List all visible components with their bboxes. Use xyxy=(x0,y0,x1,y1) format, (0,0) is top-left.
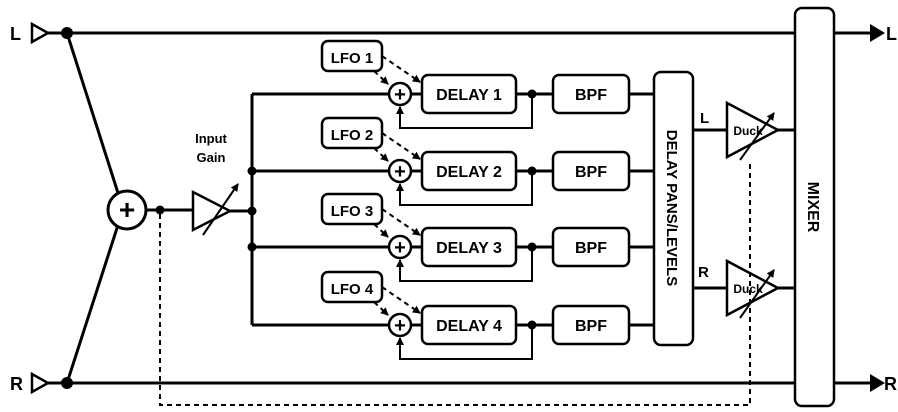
input-gain-amp xyxy=(191,183,239,236)
lfo-2-label: LFO 2 xyxy=(331,127,374,144)
delay-2-label: DELAY 2 xyxy=(436,164,502,181)
delay-4-label: DELAY 4 xyxy=(436,318,502,335)
output-r-label: R xyxy=(884,374,897,394)
delay-chain-3: LFO 3 + DELAY 3 BPF xyxy=(247,192,654,282)
input-l-triangle-icon xyxy=(30,21,51,45)
mixer-label: MIXER xyxy=(804,182,821,233)
input-l-label: L xyxy=(10,24,21,44)
delay-summer-4-plus: + xyxy=(394,315,406,337)
feedback-path-4 xyxy=(396,325,533,360)
bpf-3-label: BPF xyxy=(575,240,607,257)
duck-l-label: Duck xyxy=(733,124,763,138)
bpf-1-label: BPF xyxy=(575,87,607,104)
input-gain-label-1: Input xyxy=(195,131,227,146)
main-rails xyxy=(48,31,872,385)
feedback-path-3 xyxy=(396,247,533,282)
lfo-4-label: LFO 4 xyxy=(331,281,374,298)
pan-r-label: R xyxy=(698,264,709,281)
delay-chains: LFO 1 + DELAY 1 BPF LFO 2 + DELAY 2 BPF LFO 3 + DE… xyxy=(247,39,654,360)
lfo-1-label: LFO 1 xyxy=(331,50,374,67)
duck-r-amp: Duck xyxy=(725,258,781,319)
delay-1-label: DELAY 1 xyxy=(436,87,502,104)
feedback-path-2 xyxy=(396,171,533,206)
lfo-3-label: LFO 3 xyxy=(331,203,374,220)
feedback-path-1 xyxy=(396,94,533,129)
output-r-arrow-icon xyxy=(870,374,885,392)
sidechain-dashed-path xyxy=(159,163,751,406)
input-summer-plus: + xyxy=(119,194,135,225)
duck-r-label: Duck xyxy=(733,282,763,296)
delay-summer-1-plus: + xyxy=(394,84,406,106)
pan-l-label: L xyxy=(700,110,709,127)
delay-summer-2-plus: + xyxy=(394,161,406,183)
delay-3-label: DELAY 3 xyxy=(436,240,502,257)
sidechain-tap xyxy=(155,205,165,215)
bpf-4-label: BPF xyxy=(575,318,607,335)
delay-pans-levels-label: DELAY PANS/LEVELS xyxy=(663,130,680,286)
output-l-label: L xyxy=(886,24,897,44)
input-gain-label-2: Gain xyxy=(197,150,226,165)
input-r-label: R xyxy=(10,374,23,394)
input-r-triangle-icon xyxy=(30,371,51,395)
delay-summer-3-plus: + xyxy=(394,237,406,259)
duck-l-amp: Duck xyxy=(725,100,781,161)
input-summer: + xyxy=(106,189,148,231)
output-l-arrow-icon xyxy=(870,24,885,42)
mixer-block: MIXER xyxy=(793,6,836,408)
bpf-2-label: BPF xyxy=(575,164,607,181)
bus-node-2 xyxy=(247,166,257,176)
delay-pans-levels-block: DELAY PANS/LEVELS xyxy=(652,70,695,347)
delay-chain-1: LFO 1 + DELAY 1 BPF xyxy=(252,39,654,129)
bus-node-3 xyxy=(247,242,257,252)
delay-chain-2: LFO 2 + DELAY 2 BPF xyxy=(247,116,654,206)
delay-chain-4: LFO 4 + DELAY 4 BPF xyxy=(252,270,654,360)
